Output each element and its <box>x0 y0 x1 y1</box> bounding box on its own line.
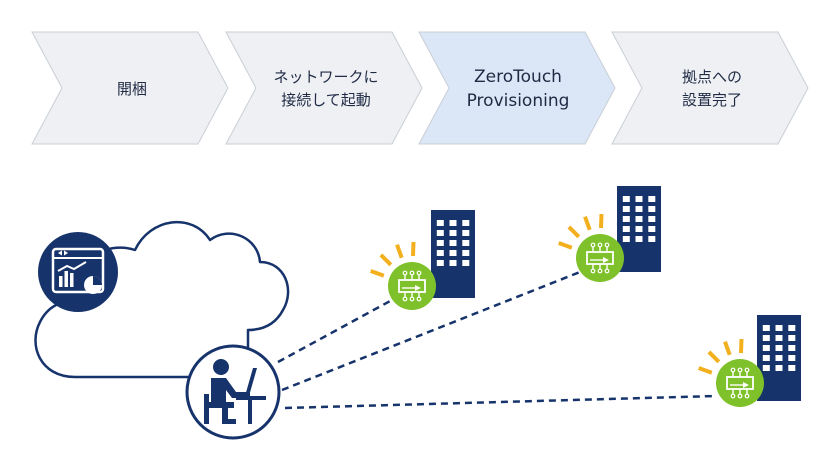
building-icon <box>431 210 475 298</box>
building-icon <box>757 315 801 401</box>
step-zero-touch-provisioning-label-line2: Provisioning <box>467 91 570 111</box>
step-site-install-complete-label-line1: 拠点への <box>682 68 742 86</box>
alert-rays <box>698 338 744 375</box>
step-site-install-complete-label-line2: 設置完了 <box>682 91 742 109</box>
step-network-boot-label-line1: ネットワークに <box>273 68 378 86</box>
link-to-site-2 <box>281 270 581 392</box>
link-to-site-1 <box>277 298 393 364</box>
alert-rays <box>370 241 416 278</box>
site-3 <box>698 315 801 407</box>
step-unpack-shape <box>31 31 229 145</box>
step-network-boot-shape <box>225 31 423 145</box>
site-1 <box>370 210 475 310</box>
step-site-install-complete-shape <box>611 31 809 145</box>
building-icon <box>617 186 661 272</box>
operator-at-laptop-icon <box>185 344 281 440</box>
step-zero-touch-provisioning-shape <box>418 31 616 145</box>
process-steps: 開梱 ネットワークに 接続して起動 ZeroTouch Provisioning… <box>31 31 809 145</box>
dashboard-chart-icon <box>38 232 118 312</box>
connection-lines <box>277 270 717 410</box>
step-unpack-label: 開梱 <box>117 80 147 98</box>
site-2 <box>558 186 661 282</box>
device-board-icon <box>388 262 436 310</box>
alert-rays <box>558 213 604 250</box>
device-board-icon <box>576 234 624 282</box>
link-to-site-3 <box>284 394 717 410</box>
step-network-boot-label-line2: 接続して起動 <box>281 91 371 109</box>
step-site-install-complete: 拠点への 設置完了 <box>611 31 809 145</box>
step-zero-touch-provisioning: ZeroTouch Provisioning <box>418 31 616 145</box>
step-zero-touch-provisioning-label-line1: ZeroTouch <box>474 67 562 87</box>
step-network-boot: ネットワークに 接続して起動 <box>225 31 423 145</box>
step-unpack: 開梱 <box>31 31 229 145</box>
device-board-icon <box>716 359 764 407</box>
